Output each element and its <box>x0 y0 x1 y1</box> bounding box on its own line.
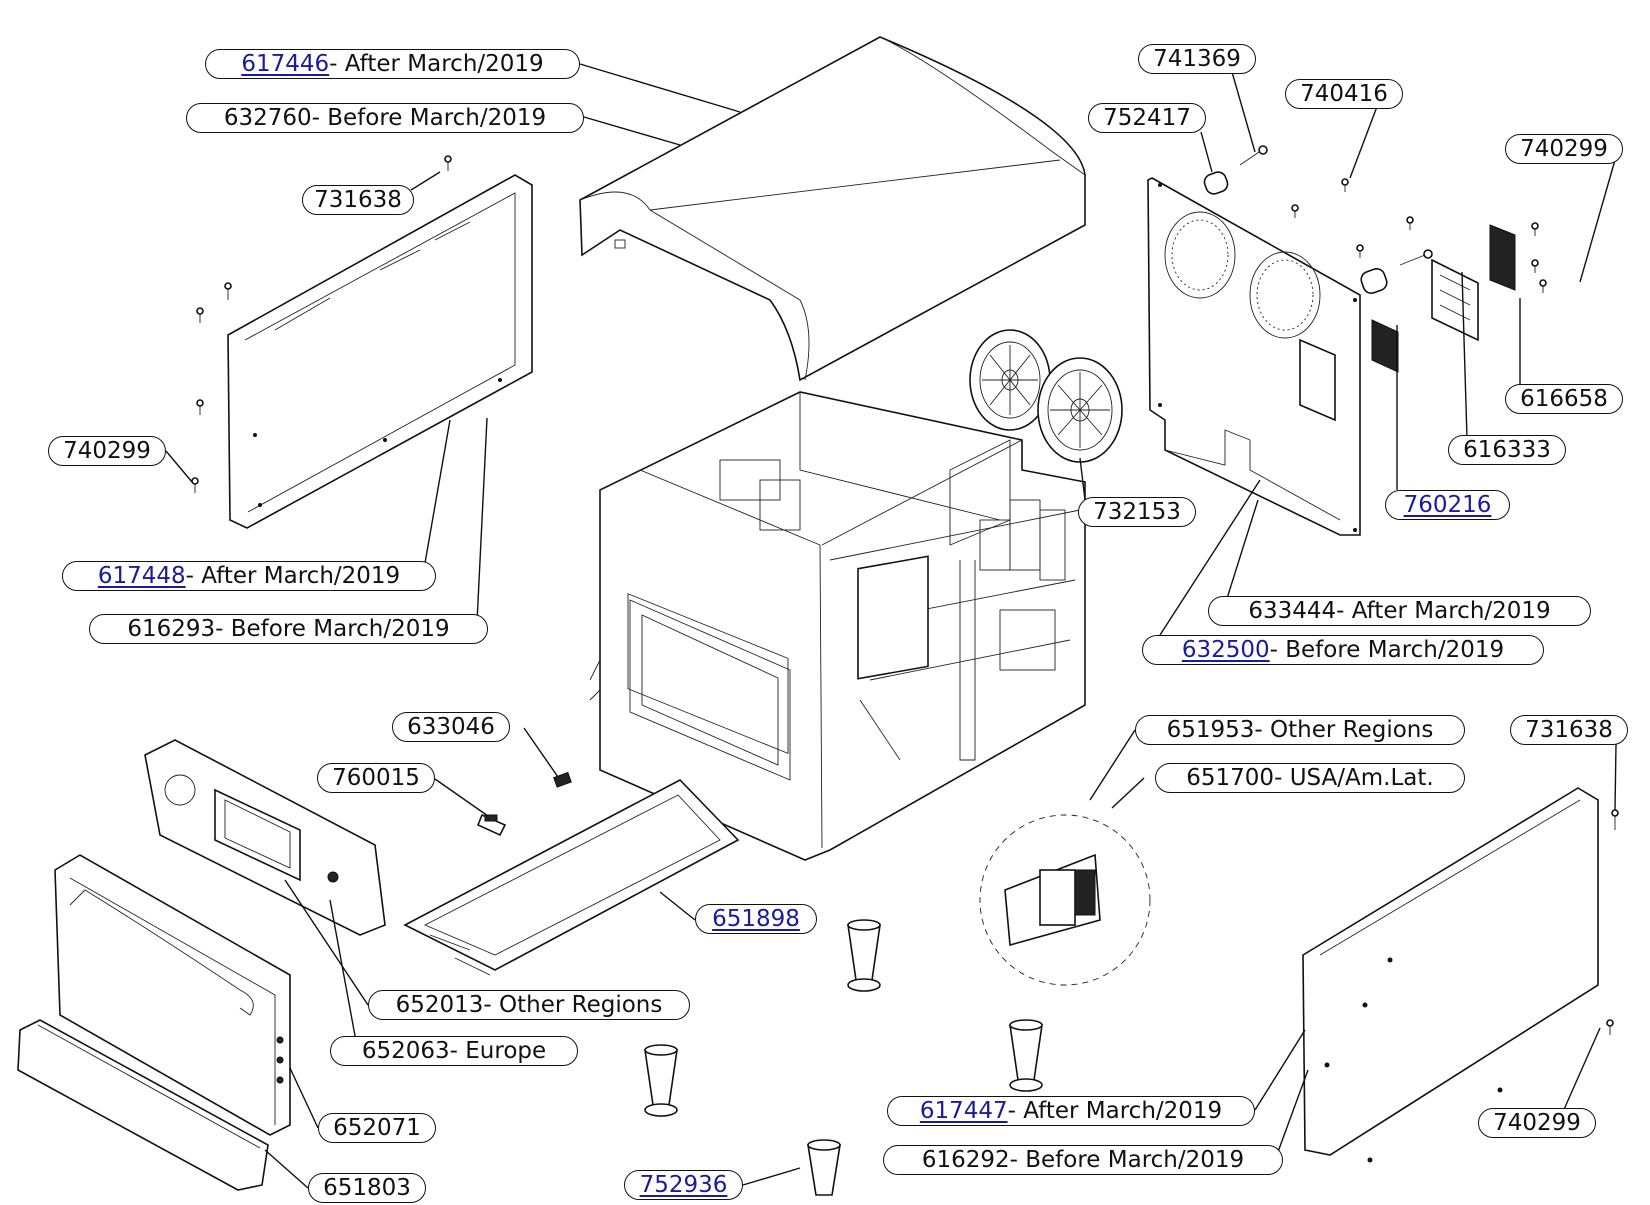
callout-752936[interactable]: 752936 <box>624 1170 743 1200</box>
main-chassis-part <box>589 391 1086 861</box>
callout-651803: 651803 <box>308 1173 426 1203</box>
rear-panel-part <box>1147 177 1361 536</box>
part-note: - Before March/2019 <box>1269 636 1505 663</box>
rear-small-parts <box>1203 145 1547 373</box>
callout-740299-left: 740299 <box>48 436 166 466</box>
part-number: 632760 <box>223 104 312 131</box>
callout-760216[interactable]: 760216 <box>1385 490 1510 520</box>
part-number: 616658 <box>1520 385 1608 412</box>
callout-633046: 633046 <box>392 712 510 742</box>
callout-741369: 741369 <box>1138 44 1256 74</box>
relay-detail-part <box>979 814 1151 986</box>
part-note: - Other Regions <box>1254 716 1434 743</box>
callout-651898[interactable]: 651898 <box>695 904 817 934</box>
part-number: 740299 <box>63 437 151 464</box>
part-number-link[interactable]: 760216 <box>1403 491 1492 518</box>
callout-617446[interactable]: 617446 - After March/2019 <box>205 49 580 79</box>
part-number: 652013 <box>395 991 484 1018</box>
callout-652063: 652063 - Europe <box>330 1036 578 1066</box>
tray-part <box>403 779 740 976</box>
left-side-panel-part <box>227 174 533 529</box>
part-note: - After March/2019 <box>329 50 544 77</box>
part-number: 740416 <box>1300 80 1388 107</box>
part-number: 732153 <box>1093 498 1181 525</box>
part-number: 616293 <box>127 615 216 642</box>
callout-633444: 633444 - After March/2019 <box>1208 596 1591 626</box>
part-note: - After March/2019 <box>185 562 401 589</box>
part-number: 651953 <box>1166 716 1255 743</box>
callout-632500[interactable]: 632500 - Before March/2019 <box>1142 635 1544 665</box>
part-note: - Before March/2019 <box>1009 1146 1245 1173</box>
part-note: - After March/2019 <box>1336 597 1551 624</box>
callout-740299-rear: 740299 <box>1505 134 1623 164</box>
part-number-link[interactable]: 651898 <box>712 905 800 932</box>
callout-616333: 616333 <box>1448 435 1566 465</box>
leader-lines <box>165 63 1617 1189</box>
part-number-link[interactable]: 617446 <box>241 50 330 77</box>
callout-760015: 760015 <box>317 763 435 793</box>
part-number-link[interactable]: 617448 <box>97 562 186 589</box>
callout-731638-left: 731638 <box>302 185 414 215</box>
part-number: 740299 <box>1493 1109 1581 1136</box>
part-number: 731638 <box>1525 716 1613 743</box>
callout-632760: 632760 - Before March/2019 <box>186 103 584 133</box>
callout-732153: 732153 <box>1078 497 1196 527</box>
door-part <box>54 854 291 1136</box>
callout-617448[interactable]: 617448 - After March/2019 <box>62 561 436 591</box>
part-number: 741369 <box>1153 45 1241 72</box>
callout-651953: 651953 - Other Regions <box>1135 715 1465 745</box>
part-number: 616333 <box>1463 436 1551 463</box>
part-note: - Before March/2019 <box>215 615 450 642</box>
part-number: 652063 <box>361 1037 450 1064</box>
callout-752417: 752417 <box>1088 103 1206 133</box>
callout-616292: 616292 - Before March/2019 <box>883 1145 1283 1175</box>
small-switch-parts <box>476 771 572 837</box>
part-number-link[interactable]: 632500 <box>1181 636 1270 663</box>
part-number: 633046 <box>407 713 495 740</box>
part-number-link[interactable]: 617447 <box>919 1097 1008 1124</box>
callout-740416: 740416 <box>1285 79 1403 109</box>
part-number: 760015 <box>332 764 420 791</box>
fan-assembly-part <box>969 329 1123 463</box>
part-note: - After March/2019 <box>1007 1097 1223 1124</box>
callout-740299-right: 740299 <box>1478 1108 1596 1138</box>
callout-652013: 652013 - Other Regions <box>368 990 690 1020</box>
part-number: 740299 <box>1520 135 1608 162</box>
callout-731638-right: 731638 <box>1510 715 1628 745</box>
part-number: 752417 <box>1103 104 1191 131</box>
part-number: 652071 <box>333 1114 421 1141</box>
right-side-panel-part <box>1302 787 1619 1163</box>
callout-616293: 616293 - Before March/2019 <box>89 614 488 644</box>
part-note: - Europe <box>449 1037 547 1064</box>
callout-617447[interactable]: 617447 - After March/2019 <box>887 1096 1255 1126</box>
left-screws <box>191 155 452 493</box>
callout-616658: 616658 <box>1505 384 1623 414</box>
part-number: 651803 <box>323 1174 411 1201</box>
feet-parts <box>644 919 1043 1196</box>
callout-651700: 651700 - USA/Am.Lat. <box>1155 763 1465 793</box>
part-number: 731638 <box>314 186 402 213</box>
part-number: 616292 <box>921 1146 1010 1173</box>
part-number-link[interactable]: 752936 <box>639 1171 728 1198</box>
part-number: 651700 <box>1186 764 1275 791</box>
control-panel-part <box>144 739 386 936</box>
callout-652071: 652071 <box>318 1113 436 1143</box>
part-note: - USA/Am.Lat. <box>1274 764 1434 791</box>
part-note: - Before March/2019 <box>311 104 547 131</box>
part-note: - Other Regions <box>483 991 663 1018</box>
part-number: 633444 <box>1248 597 1337 624</box>
door-handle-part <box>17 1019 269 1191</box>
top-cover-part <box>579 36 1086 382</box>
